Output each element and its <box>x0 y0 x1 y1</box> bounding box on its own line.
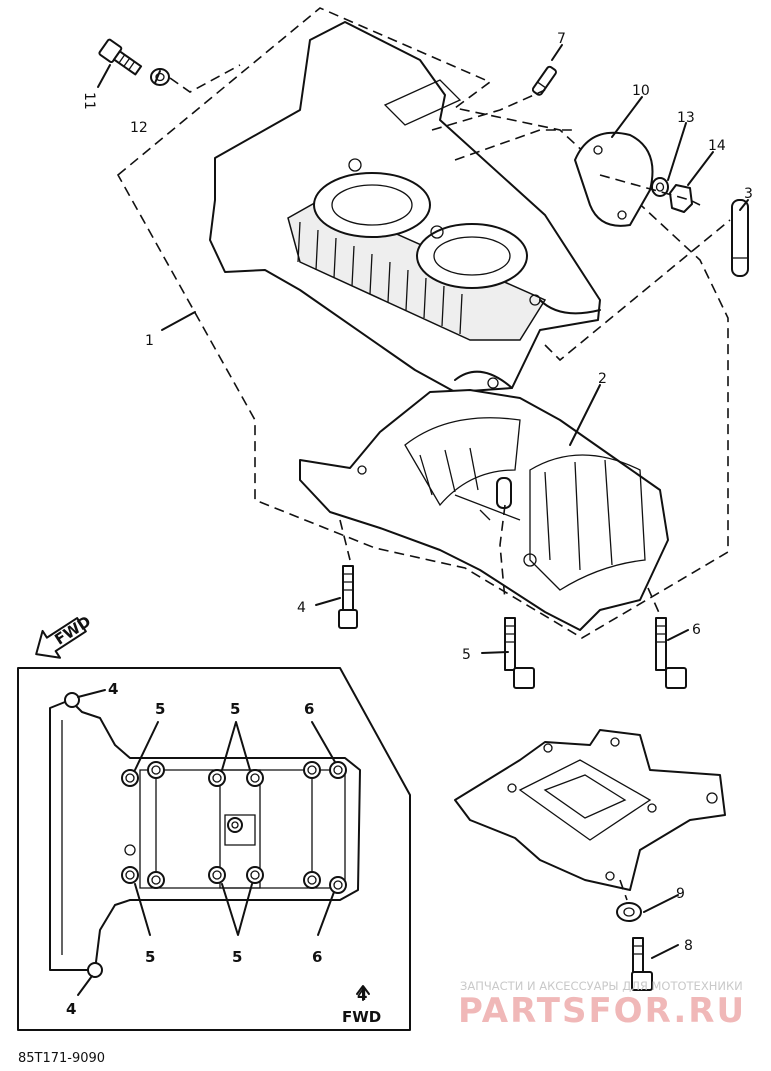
inset-label-5-top-left: 5 <box>155 700 165 718</box>
dowel-pin-2 <box>496 477 512 509</box>
washer-9 <box>616 902 642 922</box>
callout-3: 3 <box>744 186 753 202</box>
watermark: ЗАПЧАСТИ И АКСЕССУАРЫ ДЛЯ МОТОТЕХНИКИ PA… <box>458 979 746 1031</box>
bolt-11 <box>98 38 143 76</box>
inset-label-4-bottom: 4 <box>66 1000 76 1018</box>
callout-13: 13 <box>677 110 695 126</box>
crankcase-group-boundary <box>116 7 729 639</box>
callout-labels: 1 2 3 4 5 6 7 8 9 10 11 12 13 14 <box>81 31 753 954</box>
inset-fwd-label: FWD <box>342 1008 381 1026</box>
callout-1: 1 <box>145 333 154 349</box>
plug-14 <box>669 184 693 213</box>
callout-7: 7 <box>557 31 566 47</box>
inset-tighten-order: 4 <box>357 986 367 1004</box>
callout-4: 4 <box>297 600 306 616</box>
callout-12: 12 <box>130 120 148 136</box>
watermark-brand: PARTSFOR.RU <box>458 991 746 1031</box>
tightening-inset <box>17 667 411 1031</box>
pin-7 <box>531 65 557 96</box>
callout-6: 6 <box>692 622 701 638</box>
inset-label-5-bottom-left: 5 <box>145 948 155 966</box>
washer-13 <box>651 177 669 197</box>
inset-label-5-bottom-mid: 5 <box>232 948 242 966</box>
inset-label-4-top: 4 <box>108 680 118 698</box>
lower-crankcase <box>299 389 669 631</box>
callout-8: 8 <box>684 938 693 954</box>
callout-5: 5 <box>462 647 471 663</box>
leader-lines <box>97 44 749 959</box>
callout-11: 11 <box>81 92 97 110</box>
inset-label-6-bottom: 6 <box>312 948 322 966</box>
upper-crankcase <box>209 21 601 393</box>
watermark-tagline: ЗАПЧАСТИ И АКСЕССУАРЫ ДЛЯ МОТОТЕХНИКИ <box>460 979 743 993</box>
callout-14: 14 <box>708 138 726 154</box>
fwd-arrow: FWD <box>35 612 94 659</box>
inset-label-5-top-mid: 5 <box>230 700 240 718</box>
inset-label-6-top: 6 <box>304 700 314 718</box>
bolt-6 <box>655 617 687 689</box>
fwd-arrow-label: FWD <box>51 612 94 648</box>
callout-9: 9 <box>676 886 685 902</box>
bolt-5 <box>504 617 535 689</box>
inset-bolt-bosses <box>64 692 347 978</box>
callout-2: 2 <box>598 371 607 387</box>
bolt-8 <box>631 937 653 991</box>
mounting-plate <box>454 729 726 891</box>
cover-plate-10 <box>574 131 654 227</box>
dowel-pin-3 <box>731 199 749 277</box>
callout-10: 10 <box>632 83 650 99</box>
inset-labels: 4 5 5 6 5 5 6 4 4 FWD <box>66 680 381 1026</box>
bolt-4 <box>338 565 358 629</box>
diagram-code: 85T171-9090 <box>18 1051 105 1066</box>
